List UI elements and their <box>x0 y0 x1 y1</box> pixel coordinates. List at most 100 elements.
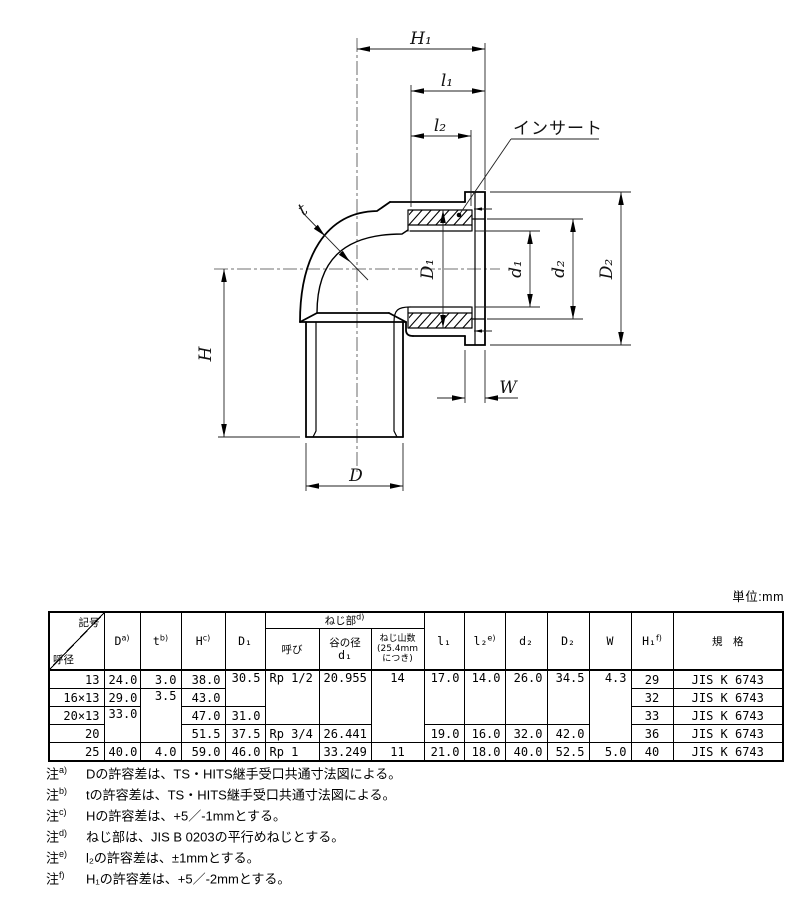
col-header-root-dia: 谷の径 d₁ <box>318 628 372 671</box>
dimension-d2 <box>487 218 583 320</box>
note-d: 注d)ねじ部は、JIS B 0203の平行めねじとする。 <box>46 827 345 845</box>
note-f: 注f)H₁の許容差は、+5／-2mmとする。 <box>46 869 291 886</box>
col-header-thread-size: 呼び <box>264 628 320 671</box>
table-cell: 19.0 <box>423 724 465 743</box>
table-cell: JIS K 6743 <box>672 669 784 689</box>
dim-label-l2: l₂ <box>434 116 446 136</box>
col-header-standard: 規 格 <box>672 611 784 671</box>
table-cell: 25 <box>48 742 105 762</box>
table-cell: 29.0 <box>103 688 141 707</box>
table-cell: 16×13 <box>48 688 105 707</box>
col-header-d2: d₂ <box>504 611 548 671</box>
dim-label-d2-outer: D₂ <box>597 259 617 281</box>
dimension-l1 <box>410 85 485 207</box>
col-header-H: Hc) <box>180 611 226 671</box>
dim-label-d: D <box>348 466 363 486</box>
table-row: 13 24.0 3.0 38.0 30.5 Rp 1/2 20.955 14 1… <box>48 669 784 743</box>
table-cell: 42.0 <box>546 724 590 743</box>
col-header-D1: D₁ <box>224 611 266 671</box>
dim-label-t: t <box>294 200 312 220</box>
insert-label: インサート <box>513 119 603 139</box>
table-cell: 32 <box>630 688 674 707</box>
dimension-d <box>305 443 404 491</box>
table-cell: 14 <box>370 669 425 743</box>
table-cell: JIS K 6743 <box>672 706 784 725</box>
table-cell: 51.5 <box>180 724 226 743</box>
col-header-thread-group: ねじ部d) <box>264 611 425 629</box>
col-header-H1: H₁f) <box>630 611 674 671</box>
table-cell: 3.5 <box>139 688 182 743</box>
table-cell: 17.0 <box>423 669 465 725</box>
dimension-d2-outer <box>490 191 631 346</box>
centerlines <box>214 38 500 472</box>
table-row: 20 51.5 37.5 Rp 3/4 26.441 19.0 16.0 32.… <box>48 724 784 743</box>
dim-label-l1: l₁ <box>441 71 453 91</box>
table-cell: 59.0 <box>180 742 226 762</box>
table-cell: 16.0 <box>463 724 506 743</box>
table-cell: 20 <box>48 724 105 743</box>
note-text: tの許容差は、TS・HITS継手受口共通寸法図による。 <box>86 787 396 803</box>
technical-drawing: H₁ l₁ l₂ インサート t H D W D₁ d₁ d₂ D₂ <box>196 29 631 491</box>
note-text: Hの許容差は、+5／-1mmとする。 <box>86 808 287 824</box>
table-cell: 26.441 <box>318 724 372 743</box>
note-b: 注b)tの許容差は、TS・HITS継手受口共通寸法図による。 <box>46 785 396 803</box>
dim-label-h1: H₁ <box>409 29 432 49</box>
table-cell: Rp 3/4 <box>264 724 320 743</box>
table-cell: 26.0 <box>504 669 548 725</box>
table-cell: 20.955 <box>318 669 372 725</box>
table-cell: 40 <box>630 742 674 762</box>
table-cell: 32.0 <box>504 724 548 743</box>
dimension-l2 <box>411 130 472 206</box>
note-text: l₂の許容差は、±1mmとする。 <box>86 850 260 866</box>
col-header-W: W <box>588 611 632 671</box>
note-c: 注c)Hの許容差は、+5／-1mmとする。 <box>46 806 287 824</box>
table-cell: 43.0 <box>180 688 226 707</box>
table-cell: 4.0 <box>139 742 182 762</box>
dim-label-d1-socket: D₁ <box>418 259 438 280</box>
dimension-arrowheads <box>221 46 624 489</box>
table-cell: 40.0 <box>103 742 141 762</box>
table-cell: 38.0 <box>180 669 226 689</box>
rim-tick-marks <box>474 208 492 332</box>
table-cell: 33 <box>630 706 674 725</box>
table-cell: 34.5 <box>546 669 590 725</box>
table-cell: 14.0 <box>463 669 506 725</box>
table-cell: 24.0 <box>103 669 141 689</box>
notes-list: 注a)Dの許容差は、TS・HITS継手受口共通寸法図による。 注b)tの許容差は… <box>46 762 401 888</box>
table-cell: 5.0 <box>588 742 632 762</box>
table-cell: Rp 1 <box>264 742 320 762</box>
table-cell: 47.0 <box>180 706 226 725</box>
col-header-D2: D₂ <box>546 611 590 671</box>
table-cell: 21.0 <box>423 742 465 762</box>
table-cell: 3.0 <box>139 669 182 689</box>
table-cell: 4.3 <box>588 669 632 743</box>
corner-symbol-label: 記号 <box>78 617 100 629</box>
corner-bore-label: 呼径 <box>53 654 74 666</box>
col-header-D: Da) <box>103 611 141 671</box>
table-cell: 20×13 <box>48 706 105 725</box>
insert-leader <box>458 138 599 216</box>
col-header-threads-per-inch: ねじ山数 (25.4mm につき) <box>370 628 425 671</box>
table-cell: 40.0 <box>504 742 548 762</box>
dimension-table: 記号 呼径 Da) tb) Hc) D₁ ねじ部d) l₁ l₂e) d₂ D₂… <box>48 611 784 762</box>
table-row: 25 40.0 4.0 59.0 46.0 Rp 1 33.249 11 21.… <box>48 742 784 762</box>
dimension-t <box>301 211 369 281</box>
dimension-h <box>218 269 300 438</box>
unit-label: 単位:mm <box>732 590 784 604</box>
table-cell: 36 <box>630 724 674 743</box>
table-cell: 11 <box>370 742 425 762</box>
table-cell: 52.5 <box>546 742 590 762</box>
dim-label-h: H <box>196 345 216 362</box>
col-header-l1: l₁ <box>423 611 465 671</box>
table-cell: 30.5 <box>224 669 266 707</box>
corner-header: 記号 呼径 <box>48 611 105 671</box>
table-cell: 31.0 <box>224 706 266 725</box>
table-cell: Rp 1/2 <box>264 669 320 725</box>
dimension-h1 <box>357 43 486 190</box>
dim-label-d1-thread: d₁ <box>506 260 526 278</box>
note-text: Dの許容差は、TS・HITS継手受口共通寸法図による。 <box>86 766 402 782</box>
table-cell: 33.249 <box>318 742 372 762</box>
table-row: 16×13 29.0 3.5 43.0 32 JIS K 6743 <box>48 688 784 743</box>
note-e: 注e)l₂の許容差は、±1mmとする。 <box>46 848 260 866</box>
